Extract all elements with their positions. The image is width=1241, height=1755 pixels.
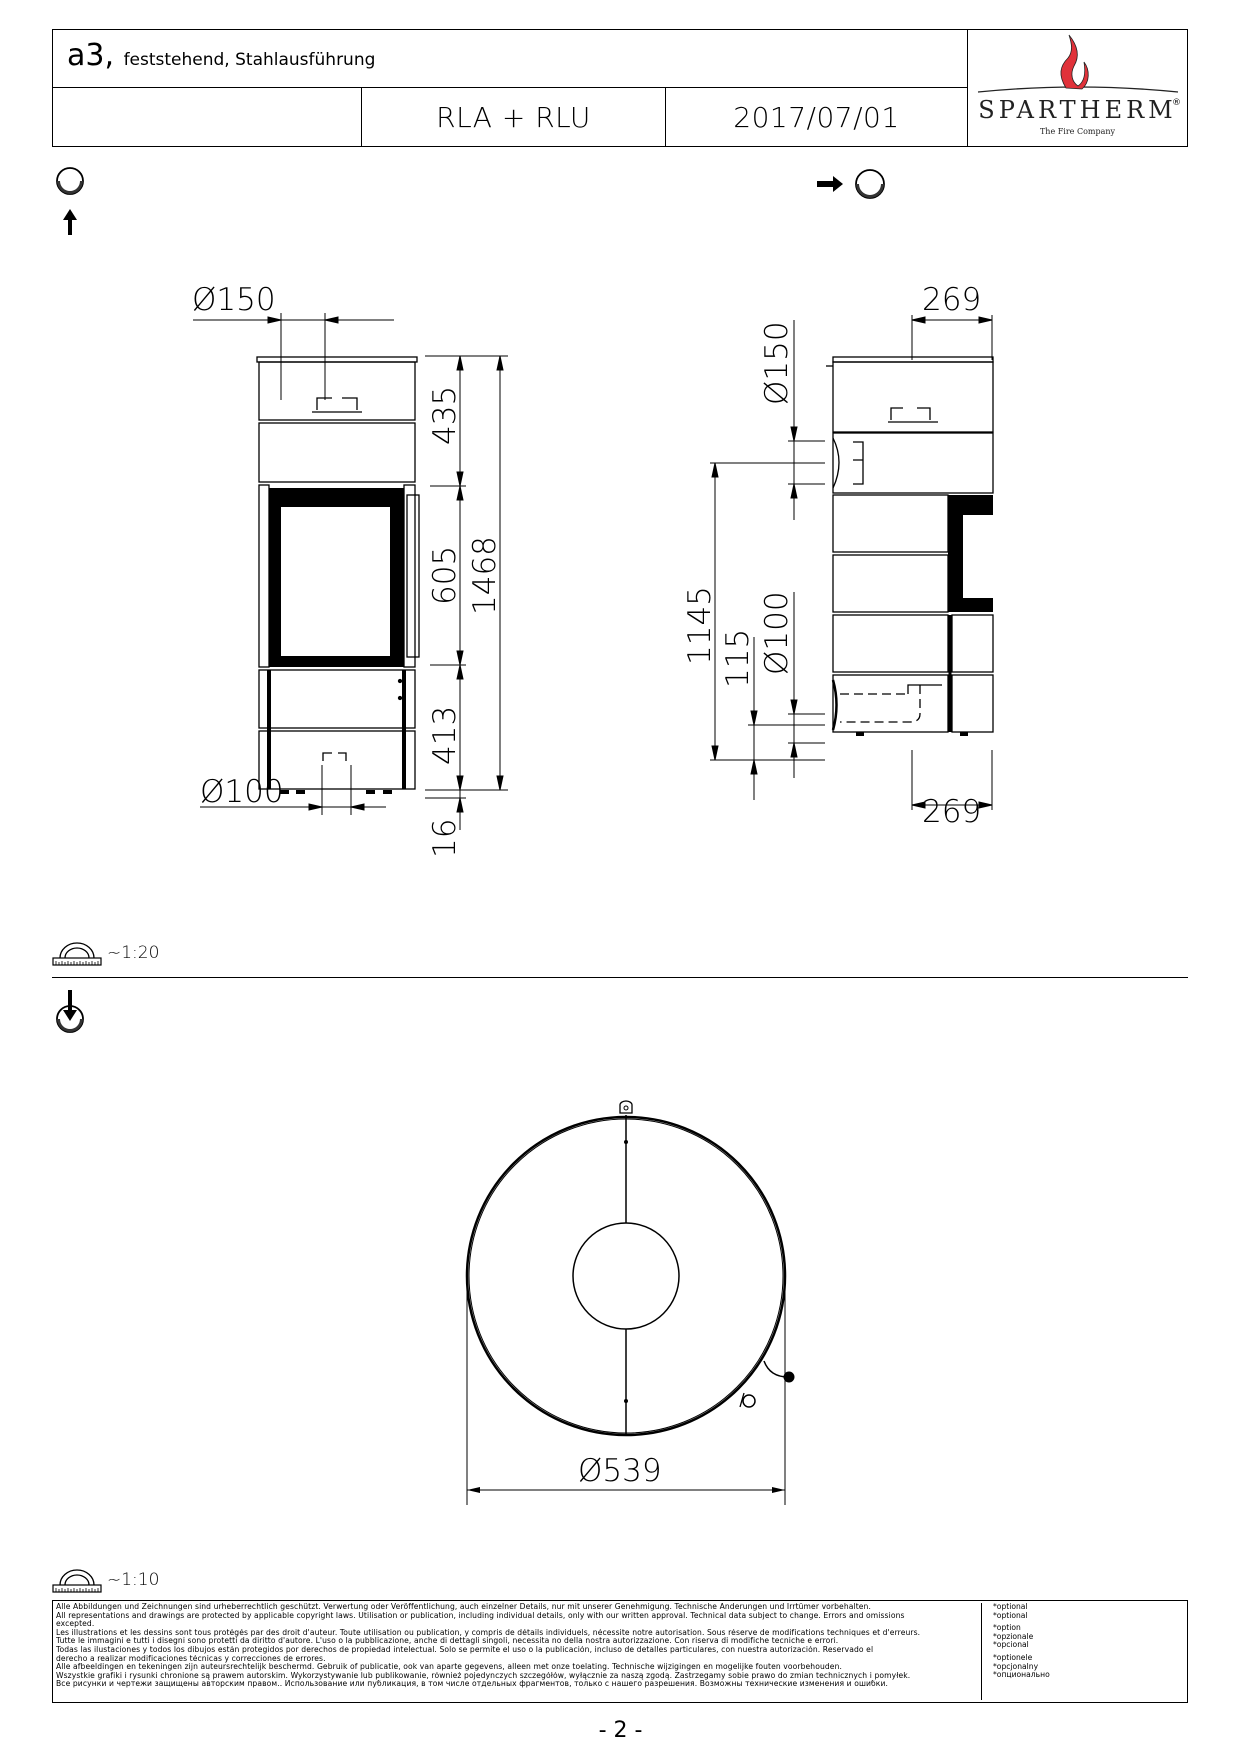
dim-bottom-section: 413 [427, 706, 463, 765]
dim-flue-low-height: 115 [720, 629, 756, 688]
optional-fr: *option [993, 1623, 1021, 1633]
optional-ru: *опционально [993, 1670, 1050, 1680]
view-from-front-icon [56, 167, 84, 235]
scale-label-front: ~1:20 [107, 943, 160, 963]
legal-line-fr: Les illustrations et les dessins sont to… [56, 1628, 921, 1637]
optional-en: *optional [993, 1610, 1028, 1620]
date-cell: 2017/07/01 [666, 88, 968, 147]
view-from-side-icon [817, 169, 885, 199]
dim-feet: 16 [427, 819, 463, 858]
legal-line-nl: Alle afbeeldingen en tekeningen zijn aut… [56, 1663, 843, 1672]
scale-ruler-icon [52, 942, 102, 966]
legal-line-it: Tutte le immagini e tutti i disegni sono… [56, 1637, 839, 1646]
brand-tagline: The Fire Company [1039, 127, 1116, 136]
info-row: RLA + RLU 2017/07/01 [53, 88, 968, 147]
legal-line-es: Todas las ilustaciones y todos los dibuj… [56, 1645, 874, 1654]
empty-cell [53, 88, 362, 147]
optional-legend: *optional *optional *option *opzionale *… [993, 1602, 1050, 1680]
dim-door-section: 605 [427, 546, 463, 605]
flame-logo-icon [977, 34, 1179, 93]
optional-it: *opzionale [993, 1631, 1034, 1641]
legal-line-en-cont: excepted. [56, 1620, 95, 1629]
front-flue-bottom-label: Ø100 [200, 774, 284, 810]
legal-line-en: All representations and drawings are pro… [56, 1611, 905, 1620]
top-view-drawing: Ø539 [465, 1100, 795, 1505]
optional-es: *opcional [993, 1640, 1029, 1650]
scale-ruler-icon [52, 1569, 102, 1593]
top-diameter-label: Ø539 [578, 1453, 662, 1489]
front-flue-top-label: Ø150 [192, 282, 276, 318]
side-flue-bottom-label: Ø100 [759, 591, 795, 675]
model-description: feststehend, Stahlausführung [123, 50, 376, 70]
optional-nl: *optionele [993, 1652, 1033, 1662]
dim-flue-height: 1145 [682, 586, 718, 665]
front-view-drawing: Ø150 Ø100 435 605 413 1468 16 [192, 282, 508, 858]
dim-total-height: 1468 [467, 536, 503, 615]
legal-line-de: Alle Abbildungen und Zeichnungen sind ur… [56, 1603, 871, 1611]
variant-cell: RLA + RLU [362, 88, 666, 147]
model-title: a3, feststehend, Stahlausführung [67, 38, 376, 73]
legal-line-pl: Wszystkie grafiki i rysunki chronione są… [56, 1671, 911, 1680]
spartherm-logo: SPARTHERM ® The Fire Company [968, 30, 1187, 146]
view-from-top-icon [56, 990, 84, 1033]
title-row: a3, feststehend, Stahlausführung [53, 30, 968, 88]
side-width-bottom-label: 269 [922, 794, 981, 830]
side-flue-top-label: Ø150 [759, 321, 795, 405]
copyright-notice: Alle Abbildungen und Zeichnungen sind ur… [52, 1600, 1188, 1703]
registered-mark: ® [1172, 98, 1181, 108]
page-number: - 2 - [598, 1718, 643, 1743]
legal-line-es-cont: derecho a realizar modificaciones técnic… [56, 1654, 326, 1663]
dim-top-section: 435 [427, 386, 463, 445]
side-width-top-label: 269 [922, 282, 981, 318]
section-divider [52, 977, 1188, 978]
brand-name: SPARTHERM [978, 96, 1177, 124]
optional-pl: *opcjonalny [993, 1661, 1039, 1671]
copyright-text: Alle Abbildungen und Zeichnungen sind ur… [56, 1603, 982, 1700]
side-view-drawing: 269 269 Ø150 Ø100 1145 115 [682, 282, 994, 830]
optional-de: *optional [993, 1602, 1028, 1611]
title-block: a3, feststehend, Stahlausführung RLA + R… [52, 29, 1188, 147]
legal-line-ru: Все рисунки и чертежи защищены авторским… [56, 1680, 889, 1689]
scale-label-top: ~1:10 [107, 1570, 160, 1590]
